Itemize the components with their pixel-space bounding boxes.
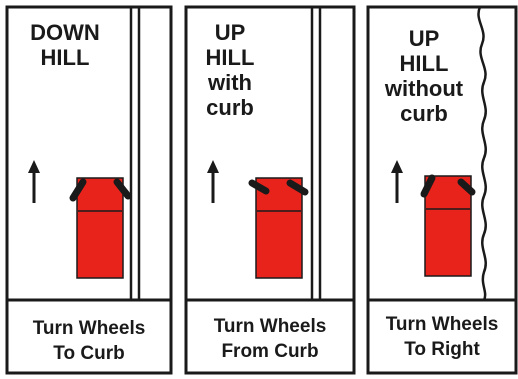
panel-title-down-hill: DOWN HILL [20, 20, 110, 70]
caption-line: From Curb [188, 339, 352, 364]
caption-line: Turn Wheels [9, 316, 169, 341]
title-line: with [190, 70, 270, 95]
title-line: UP [190, 20, 270, 45]
title-line: curb [190, 95, 270, 120]
caption-line: Turn Wheels [188, 314, 352, 339]
title-line: HILL [190, 45, 270, 70]
caption-line: Turn Wheels [370, 312, 514, 337]
panel-caption-down-hill: Turn Wheels To Curb [9, 316, 169, 366]
panel-title-up-hill-without-curb: UP HILL without curb [372, 26, 476, 126]
panel-title-up-hill-with-curb: UP HILL with curb [190, 20, 270, 120]
title-line: UP [372, 26, 476, 51]
title-line: without [372, 76, 476, 101]
car-icon [252, 178, 305, 278]
panel-caption-up-hill-with-curb: Turn Wheels From Curb [188, 314, 352, 364]
title-line: DOWN [20, 20, 110, 45]
caption-line: To Right [370, 337, 514, 362]
car-icon [424, 176, 472, 276]
title-line: curb [372, 101, 476, 126]
car-icon [73, 178, 128, 278]
caption-line: To Curb [9, 341, 169, 366]
panel-caption-up-hill-without-curb: Turn Wheels To Right [370, 312, 514, 362]
title-line: HILL [372, 51, 476, 76]
title-line: HILL [20, 45, 110, 70]
